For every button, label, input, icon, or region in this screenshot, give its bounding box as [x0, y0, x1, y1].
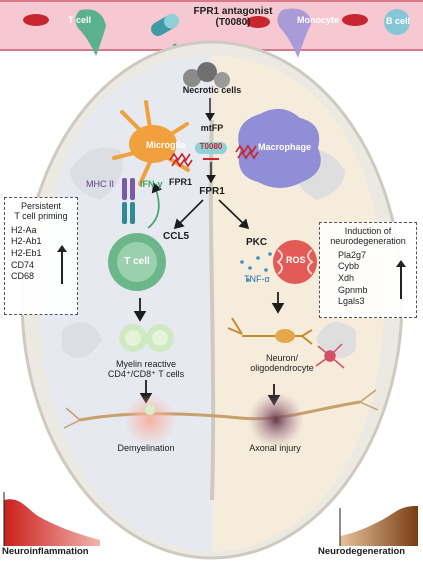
microglia-label: Microglia — [146, 140, 186, 150]
neuroinflammation-gradient — [4, 499, 100, 546]
myelin-label-line2: CD4⁺/CD8⁺ T cells — [107, 368, 185, 379]
myelin-label: Myelin reactive CD4⁺/CD8⁺ T cells — [107, 359, 185, 380]
myelin-label-line1: Myelin reactive — [115, 359, 177, 369]
t-cell-main — [108, 233, 166, 291]
t-cell-vessel-label: T cell — [68, 15, 92, 25]
mhc-tcr-complex-icon — [122, 178, 135, 224]
monocyte-vessel-icon — [277, 8, 312, 58]
demyelination-cell — [145, 405, 155, 415]
myelin-t-cells — [119, 324, 174, 352]
t-cell-priming-box: Persistent T cell priming H2-Aa H2-Ab1 H… — [4, 197, 78, 315]
antagonist-title-line2: (T0080) — [215, 17, 251, 28]
antagonist-title: FPR1 antagonist (T0080) — [194, 6, 273, 28]
neurodegeneration-gene-list: Pla2g7 Cybb Xdh Gpnmb Lgals3 — [338, 250, 410, 308]
brain-gyri — [62, 147, 356, 358]
neurodegeneration-label: Neurodegeneration — [318, 546, 406, 557]
axonal-injury-glow — [248, 392, 304, 448]
ifn-gamma-arrow — [147, 182, 163, 229]
b-cell-label: B cell — [386, 16, 411, 26]
monocyte-label: Monocyte — [297, 15, 340, 25]
demyelination-label: Demyelination — [117, 443, 175, 453]
t-cell-priming-title: Persistent T cell priming — [11, 201, 71, 222]
gene-item: H2-Ab1 — [11, 236, 42, 247]
oligodendrocyte-icon — [315, 343, 345, 369]
neuron-label-line1: Neuron/ — [265, 353, 299, 363]
pkc-label: PKC — [246, 237, 268, 248]
t-cell-priming-gene-list: H2-Aa H2-Ab1 H2-Eb1 CD74 CD68 — [11, 225, 71, 283]
gene-item: Cybb — [338, 261, 360, 272]
ccl5-label: CCL5 — [163, 231, 190, 242]
gene-item: CD74 — [11, 259, 35, 270]
necrotic-cells-label: Necrotic cells — [182, 85, 242, 95]
t-cell-main-label: T cell — [124, 256, 150, 267]
fpr1-receptor-right-icon — [235, 144, 259, 160]
t0080-label: T0080 — [199, 142, 223, 151]
neurodegeneration-gradient — [340, 506, 418, 546]
red-blood-cell — [342, 14, 368, 26]
gene-item: Xdh — [338, 273, 355, 284]
arrow-fpr1-to-ccl5 — [173, 199, 204, 230]
upregulation-arrow-left — [61, 250, 63, 284]
antagonist-title-line1: FPR1 antagonist — [193, 6, 273, 17]
demyelination-glow — [124, 394, 176, 446]
macrophage-cell — [238, 108, 321, 188]
gene-item: Lgals3 — [338, 296, 365, 307]
ros-label: ROS — [286, 255, 306, 265]
fpr1-receptor-left-icon — [169, 152, 193, 168]
ifn-gamma-label: IFN-γ — [140, 179, 163, 189]
tnf-alpha-dots — [240, 252, 272, 282]
red-blood-cell — [23, 14, 49, 26]
upregulation-arrowhead-right — [396, 260, 406, 267]
tnf-alpha-label: TNF-α — [244, 274, 270, 284]
gene-item: H2-Eb1 — [11, 248, 42, 259]
axonal-injury-label: Axonal injury — [249, 443, 301, 453]
upregulation-arrowhead-left — [57, 245, 67, 252]
fpr1-main-label: FPR1 — [199, 186, 225, 197]
b-cell-vessel-icon — [384, 9, 410, 35]
t0080-pill-icon — [195, 142, 227, 154]
fpr1-receptor-label: FPR1 — [169, 177, 193, 187]
red-blood-cell — [246, 16, 270, 28]
mtfp-label: mtFP — [200, 123, 224, 133]
neuron-label: Neuron/ oligodendrocyte — [250, 353, 314, 374]
mhc-ii-label: MHC II — [86, 179, 114, 189]
gene-item: Gpnmb — [338, 284, 368, 295]
arrow-fpr1-to-pkc — [218, 199, 250, 230]
ros-cell-icon — [273, 240, 317, 284]
axon-dendrites — [63, 389, 379, 429]
neurodegeneration-title-line1: Induction of — [344, 226, 392, 236]
necrotic-cells-icon — [183, 62, 230, 88]
gene-item: Pla2g7 — [338, 249, 367, 260]
t0080-inhibition-bar — [203, 158, 219, 160]
t-cell-priming-title-line2: T cell priming — [14, 211, 68, 222]
t-cell-priming-title-line1: Persistent — [20, 201, 62, 211]
t-cell-vessel-icon — [75, 9, 106, 57]
neurodegeneration-title-line2: neurodegeneration — [330, 236, 406, 247]
capsule-icon — [151, 14, 179, 37]
neurodegeneration-title: Induction of neurodegeneration — [326, 226, 410, 247]
macrophage-label: Macrophage — [258, 142, 312, 152]
gene-item: H2-Aa — [11, 224, 37, 235]
neuron-label-line2: oligodendrocyte — [250, 362, 314, 373]
neuron-icon — [227, 317, 313, 345]
upregulation-arrow-right — [400, 265, 402, 299]
gene-item: CD68 — [11, 271, 35, 282]
microglia-cell — [112, 100, 190, 186]
neuroinflammation-label: Neuroinflammation — [2, 546, 89, 557]
neurodegeneration-box: Induction of neurodegeneration Pla2g7 Cy… — [319, 222, 417, 318]
